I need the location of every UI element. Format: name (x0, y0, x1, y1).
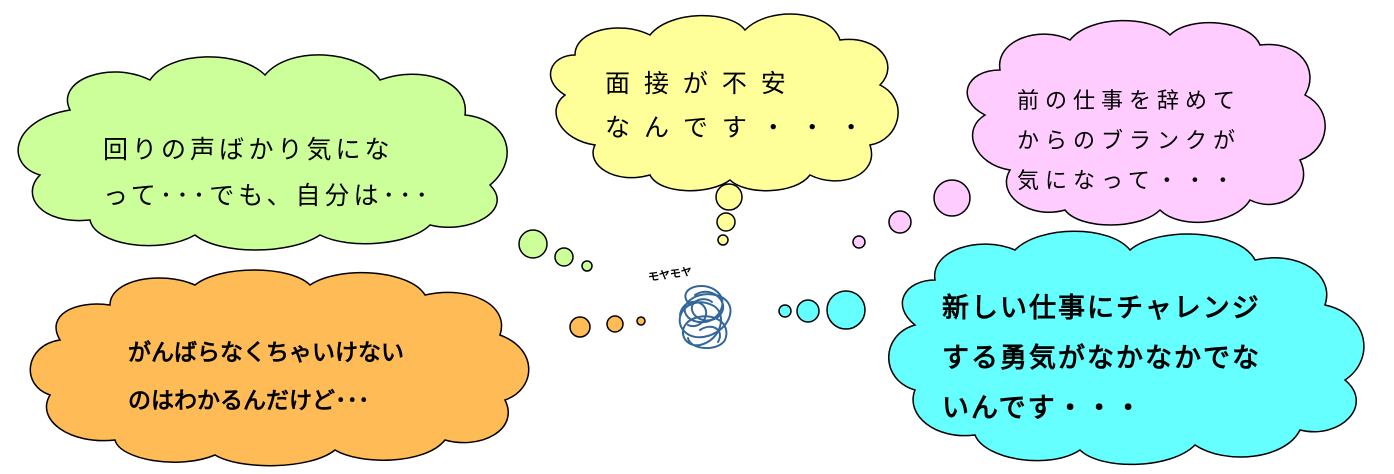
pink-trail-bubble-3 (852, 235, 866, 249)
cyan-trail-bubble-1 (778, 304, 792, 318)
cyan-cloud-text: 新しい仕事にチャレンジ する勇気がなかなかでな いんです・・・ (942, 284, 1261, 434)
green-cloud-line-1: 回りの声ばかり気にな (103, 135, 394, 164)
worry-scribble-icon (678, 285, 732, 349)
green-trail-bubble-1 (518, 229, 548, 259)
orange-trail-bubble-1 (569, 316, 591, 338)
yellow-trail-bubble-1 (715, 183, 743, 211)
pink-trail-bubble-1 (933, 179, 971, 217)
yellow-trail-bubble-3 (717, 234, 729, 246)
cyan-trail-bubble-3 (826, 290, 866, 330)
yellow-thought-cloud (549, 13, 899, 192)
orange-cloud-line-2: のはわかるんだけど･･･ (128, 388, 370, 414)
orange-trail-bubble-2 (606, 315, 624, 333)
cyan-cloud-line-1: 新しい仕事にチャレンジ (942, 293, 1261, 324)
pink-trail-bubble-2 (888, 210, 912, 234)
green-cloud-line-2: って･･･でも、自分は･･･ (103, 181, 433, 210)
yellow-cloud-line-1: 面 接 が 不 安 (605, 69, 789, 98)
green-trail-bubble-2 (554, 247, 574, 267)
cyan-thought-cloud (888, 230, 1365, 466)
cyan-cloud-line-3: いんです・・・ (942, 393, 1144, 424)
orange-cloud-line-1: がんばらなくちゃいけない (128, 340, 404, 366)
pink-cloud-text: 前の仕事を辞めて からのブランクが 気になって・・・ (1017, 82, 1241, 202)
cyan-cloud-line-2: する勇気がなかなかでな (942, 343, 1261, 374)
yellow-trail-bubble-2 (716, 212, 736, 232)
cyan-trail-bubble-2 (796, 299, 820, 323)
pink-thought-cloud (966, 19, 1326, 226)
pink-cloud-line-3: 気になって・・・ (1017, 169, 1240, 194)
green-trail-bubble-3 (581, 260, 593, 272)
yellow-cloud-text: 面 接 が 不 安 な ん で す ・ ・ ・ (605, 62, 867, 150)
orange-trail-bubble-3 (636, 316, 646, 326)
pink-cloud-line-2: からのブランクが (1017, 129, 1242, 154)
orange-cloud-text: がんばらなくちゃいけない のはわかるんだけど･･･ (128, 329, 404, 425)
green-cloud-text: 回りの声ばかり気にな って･･･でも、自分は･･･ (103, 127, 432, 219)
yellow-cloud-line-2: な ん で す ・ ・ ・ (605, 113, 867, 142)
pink-cloud-line-1: 前の仕事を辞めて (1017, 89, 1242, 114)
green-thought-cloud (17, 54, 508, 251)
orange-thought-cloud (29, 269, 530, 467)
